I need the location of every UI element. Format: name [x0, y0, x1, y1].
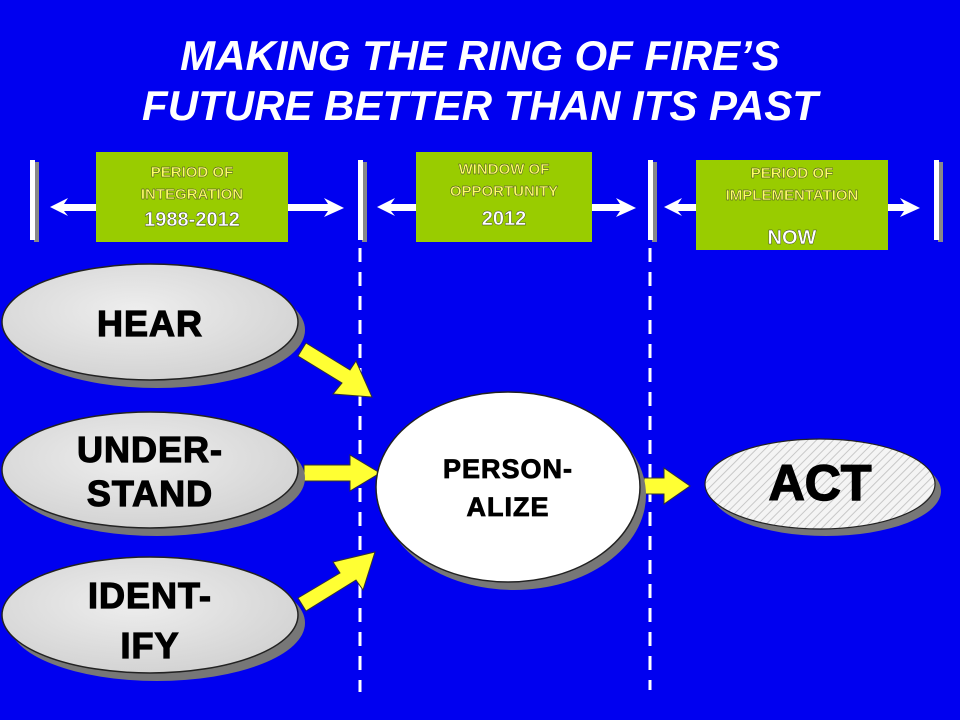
step-hear: HEAR	[1, 263, 305, 388]
svg-text:NOW: NOW	[768, 227, 817, 249]
svg-text:2012: 2012	[482, 208, 527, 230]
svg-text:IFY: IFY	[120, 625, 179, 666]
step-understand: UNDER- STAND	[1, 411, 305, 536]
svg-text:PERIOD OF: PERIOD OF	[751, 165, 834, 182]
title-line-2: FUTURE BETTER THAN ITS PAST	[142, 82, 821, 129]
svg-text:PERSON-: PERSON-	[443, 454, 573, 484]
period-dividers	[30, 160, 943, 242]
svg-text:IDENT-: IDENT-	[88, 575, 212, 616]
svg-text:OPPORTUNITY: OPPORTUNITY	[450, 183, 558, 200]
svg-text:STAND: STAND	[87, 473, 213, 514]
period-box-implementation: PERIOD OF IMPLEMENTATION NOW	[696, 160, 888, 250]
svg-text:UNDER-: UNDER-	[77, 429, 223, 470]
period-box-window: WINDOW OF OPPORTUNITY 2012	[416, 152, 592, 242]
svg-text:1988-2012: 1988-2012	[144, 209, 240, 231]
svg-text:HEAR: HEAR	[97, 303, 203, 344]
title-line-1: MAKING THE RING OF FIRE’S	[180, 32, 780, 79]
svg-text:IMPLEMENTATION: IMPLEMENTATION	[726, 187, 859, 204]
period-box-integration: PERIOD OF INTEGRATION 1988-2012	[96, 152, 288, 242]
svg-text:INTEGRATION: INTEGRATION	[141, 186, 243, 203]
step-identify: IDENT- IFY	[1, 556, 305, 681]
flow-arrows	[297, 342, 691, 612]
svg-text:PERIOD OF: PERIOD OF	[151, 164, 234, 181]
step-act: ACT	[704, 438, 941, 536]
svg-text:ALIZE: ALIZE	[467, 492, 550, 522]
step-personalize: PERSON- ALIZE	[375, 391, 646, 590]
svg-text:ACT: ACT	[769, 455, 872, 511]
svg-text:WINDOW OF: WINDOW OF	[459, 161, 550, 178]
span-arrows	[50, 198, 920, 217]
